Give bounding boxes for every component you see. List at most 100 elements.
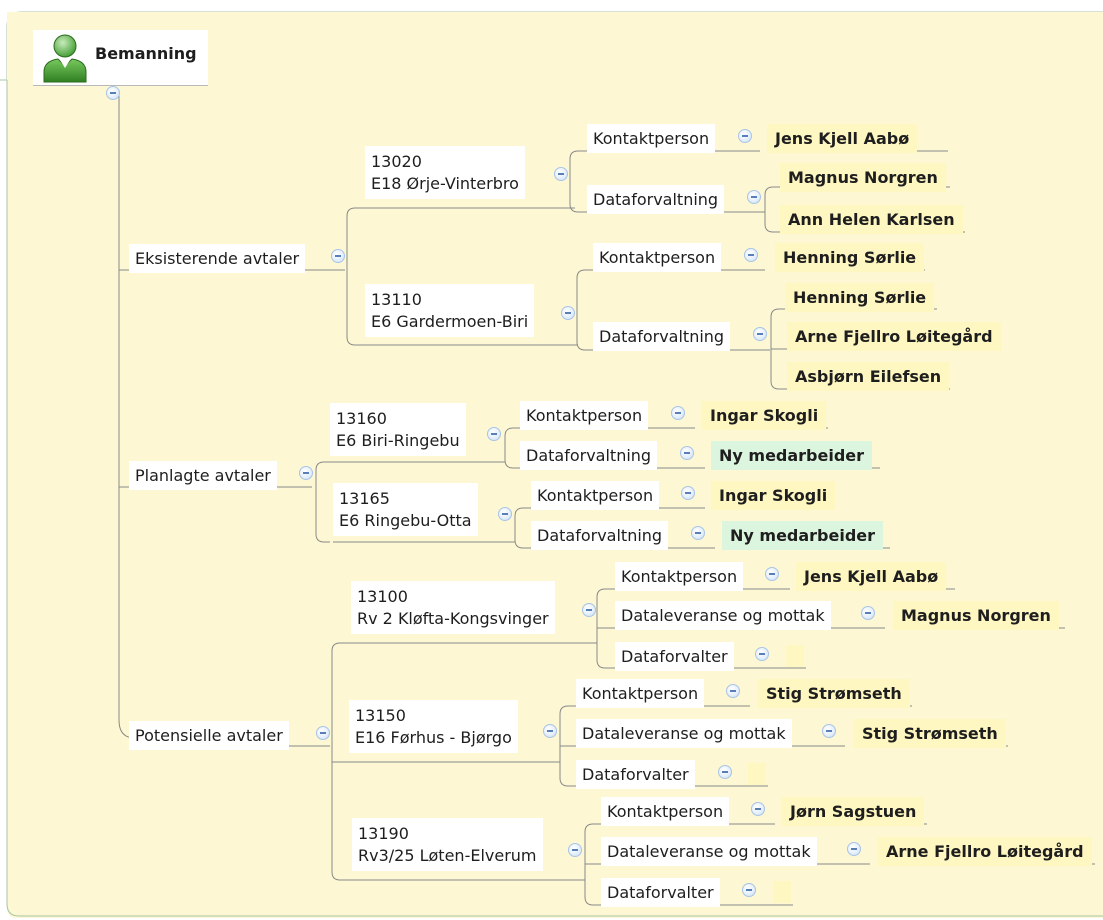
role-node[interactable]: Kontaktperson (593, 243, 722, 272)
role-node[interactable]: Dataforvaltning (587, 185, 725, 214)
collapse-icon[interactable] (744, 248, 758, 262)
collapse-icon[interactable] (331, 249, 345, 263)
collapse-icon[interactable] (726, 684, 740, 698)
collapse-icon[interactable] (299, 466, 313, 480)
group-planned[interactable]: Planlagte avtaler (129, 461, 277, 490)
project-13160[interactable]: 13160 E6 Biri-Ringebu (330, 403, 466, 456)
role-node[interactable]: Kontaktperson (520, 401, 649, 430)
collapse-icon[interactable] (680, 446, 694, 460)
collapse-icon[interactable] (543, 724, 557, 738)
role-label: Dataleveranse og mottak (621, 606, 825, 625)
person-leaf[interactable]: Ingar Skogli (711, 481, 836, 510)
collapse-icon[interactable] (487, 427, 501, 441)
role-node[interactable]: Dataforvaltning (593, 322, 731, 351)
project-id: 13190 (358, 824, 409, 843)
person-leaf-new[interactable]: Ny medarbeider (722, 521, 884, 550)
collapse-icon[interactable] (106, 86, 120, 100)
collapse-icon[interactable] (861, 606, 875, 620)
group-label: Eksisterende avtaler (135, 249, 300, 268)
role-label: Kontaktperson (593, 129, 710, 148)
connector-line (576, 269, 593, 279)
role-label: Dataforvalter (582, 765, 689, 784)
person-leaf[interactable]: Ingar Skogli (702, 401, 827, 430)
role-node[interactable]: Dataforvalter (601, 878, 720, 907)
role-label: Dataforvaltning (526, 446, 652, 465)
role-node[interactable]: Kontaktperson (576, 679, 705, 708)
person-leaf-empty[interactable] (748, 763, 766, 785)
role-node[interactable]: Dataforvaltning (531, 521, 669, 550)
person-leaf[interactable]: Jens Kjell Aabø (796, 562, 947, 591)
collapse-icon[interactable] (822, 724, 836, 738)
person-leaf[interactable]: Stig Strømseth (854, 719, 1006, 748)
collapse-icon[interactable] (498, 507, 512, 521)
role-node[interactable]: Kontaktperson (531, 481, 660, 510)
person-leaf[interactable]: Asbjørn Eilefsen (787, 362, 950, 391)
collapse-icon[interactable] (755, 647, 769, 661)
person-leaf[interactable]: Ann Helen Karlsen (780, 205, 963, 234)
person-leaf[interactable]: Henning Sørlie (775, 243, 925, 272)
person-leaf-new[interactable]: Ny medarbeider (711, 441, 873, 470)
project-name: Rv3/25 Løten-Elverum (358, 846, 537, 865)
role-node[interactable]: Kontaktperson (587, 124, 716, 153)
collapse-icon[interactable] (681, 486, 695, 500)
role-label: Kontaktperson (582, 684, 699, 703)
role-node[interactable]: Dataforvaltning (520, 441, 658, 470)
project-name: E6 Biri-Ringebu (336, 431, 460, 450)
role-node[interactable]: Kontaktperson (615, 562, 744, 591)
person-leaf[interactable]: Stig Strømseth (758, 679, 910, 708)
project-id: 13160 (336, 409, 387, 428)
project-id: 13020 (371, 152, 422, 171)
project-id: 13165 (339, 489, 390, 508)
collapse-icon[interactable] (847, 842, 861, 856)
connector-line (569, 150, 587, 160)
person-leaf[interactable]: Jørn Sagstuen (782, 797, 925, 826)
collapse-icon[interactable] (582, 603, 596, 617)
collapse-icon[interactable] (316, 726, 330, 740)
role-label: Kontaktperson (537, 486, 654, 505)
collapse-icon[interactable] (561, 306, 575, 320)
collapse-icon[interactable] (765, 567, 779, 581)
role-node[interactable]: Kontaktperson (601, 797, 730, 826)
collapse-icon[interactable] (751, 802, 765, 816)
role-node[interactable]: Dataleveranse og mottak (615, 601, 831, 630)
collapse-icon[interactable] (568, 843, 582, 857)
person-leaf[interactable]: Magnus Norgren (893, 601, 1059, 630)
role-node[interactable]: Dataforvalter (615, 642, 734, 671)
connector-line (559, 777, 576, 787)
collapse-icon[interactable] (691, 526, 705, 540)
project-name: E18 Ørje-Vinterbro (371, 174, 519, 193)
person-leaf[interactable]: Arne Fjellro Løitegård (878, 837, 1092, 866)
connector-line (346, 207, 365, 217)
collapse-icon[interactable] (747, 190, 761, 204)
collapse-icon[interactable] (753, 327, 767, 341)
person-leaf[interactable]: Jens Kjell Aabø (767, 124, 918, 153)
role-node[interactable]: Dataleveranse og mottak (601, 837, 817, 866)
connector-line (504, 459, 520, 469)
root-underline (33, 85, 208, 86)
person-leaf[interactable]: Henning Sørlie (785, 283, 935, 312)
person-leaf-empty[interactable] (786, 645, 804, 667)
group-existing[interactable]: Eksisterende avtaler (129, 244, 306, 273)
group-potential[interactable]: Potensielle avtaler (129, 721, 289, 750)
person-leaf-empty[interactable] (773, 881, 791, 903)
collapse-icon[interactable] (554, 167, 568, 181)
connector-line (315, 533, 330, 543)
collapse-icon[interactable] (738, 129, 752, 143)
person-leaf[interactable]: Arne Fjellro Løitegård (787, 322, 1001, 351)
collapse-icon[interactable] (671, 406, 685, 420)
role-label: Kontaktperson (607, 802, 724, 821)
collapse-icon[interactable] (742, 883, 756, 897)
collapse-icon[interactable] (718, 765, 732, 779)
role-node[interactable]: Dataforvalter (576, 760, 695, 789)
person-icon (43, 34, 87, 83)
role-label: Dataforvalter (621, 647, 728, 666)
role-node[interactable]: Dataleveranse og mottak (576, 719, 792, 748)
person-leaf[interactable]: Magnus Norgren (780, 163, 946, 192)
